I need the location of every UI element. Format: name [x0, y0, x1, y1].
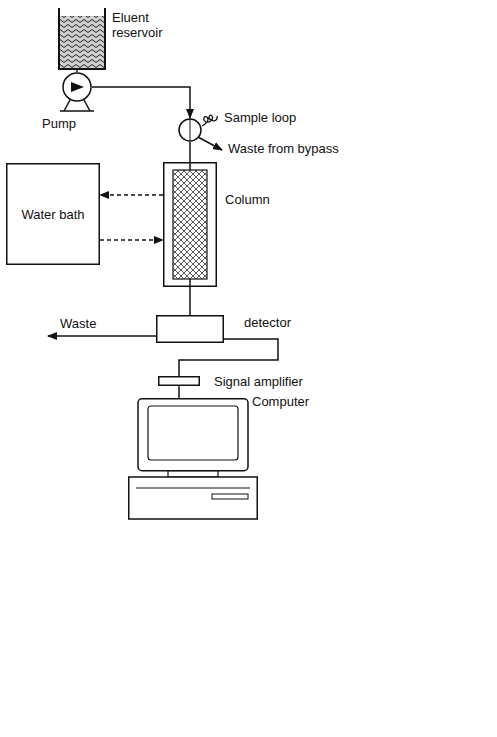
waste-arrow: [48, 335, 156, 337]
node-label: Eluent reservoir: [112, 10, 184, 40]
amplifier-box: Signal amplifier: [158, 376, 200, 386]
node-label: Sample loop: [224, 110, 296, 125]
node-label: Signal amplifier: [214, 374, 303, 389]
detector-box: detector: [156, 315, 224, 343]
pump-circle-outline: [62, 72, 92, 102]
reservoir-tank-outline: [58, 8, 106, 70]
pump-circle: Pump: [62, 72, 92, 102]
bypass-arrow: [198, 137, 222, 150]
dashed-flow-arrow: [100, 239, 163, 241]
node-label: detector: [244, 315, 291, 330]
injector-valve-outline: [178, 118, 202, 142]
injector-valve: Sample loop: [178, 118, 202, 142]
flow-line: [92, 87, 190, 118]
node-label: Water bath: [21, 207, 84, 222]
column-symbol: Column: [163, 162, 217, 287]
flow-line: [179, 339, 278, 376]
reservoir-tank: Eluent reservoir: [58, 8, 106, 70]
flow-line: [178, 386, 180, 398]
column-symbol-outline: [163, 162, 217, 287]
process-box: Water bath: [6, 163, 100, 265]
loop-coil: [202, 115, 217, 126]
amplifier-box-outline: [158, 376, 200, 386]
node-label: Computer: [252, 394, 309, 409]
dashed-flow-arrow: [100, 194, 163, 196]
node-label: Pump: [42, 116, 76, 131]
detector-box-outline: [156, 315, 224, 343]
computer-symbol-outline: [128, 398, 258, 520]
flow-line: [76, 70, 78, 72]
node-label: Column: [225, 192, 270, 207]
flow-line: [189, 287, 191, 315]
computer-symbol: Computer: [128, 398, 258, 520]
flow-line: [189, 142, 191, 162]
annotation-label: Waste from bypass: [228, 141, 339, 156]
annotation-label: Waste: [60, 316, 96, 331]
